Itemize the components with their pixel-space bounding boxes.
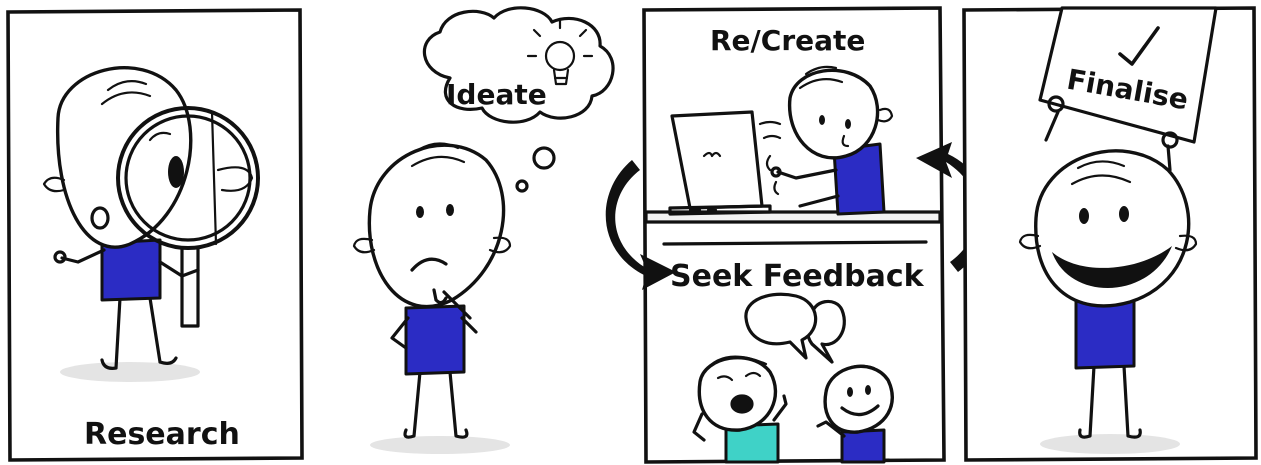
panel-finalise: Finalise bbox=[962, 6, 1258, 462]
lightbulb-icon bbox=[526, 18, 594, 86]
checkmark-icon bbox=[1118, 26, 1160, 66]
panel-recreate-feedback: Re/Create Seek Feedback bbox=[605, 6, 988, 464]
research-label: Research bbox=[84, 417, 240, 452]
recreate-label: Re/Create bbox=[710, 24, 865, 57]
finalise-sign: Finalise bbox=[1038, 6, 1218, 149]
laptop-icon bbox=[668, 110, 772, 216]
speech-bubble-icon bbox=[744, 292, 846, 364]
panel-research: Research bbox=[6, 8, 304, 462]
magnifying-glass-icon bbox=[116, 106, 260, 328]
feedback-label: Seek Feedback bbox=[670, 259, 925, 294]
ideate-label: Ideate bbox=[446, 78, 547, 111]
thought-cloud: Ideate bbox=[422, 6, 615, 193]
panel-ideate: Ideate bbox=[352, 6, 615, 454]
